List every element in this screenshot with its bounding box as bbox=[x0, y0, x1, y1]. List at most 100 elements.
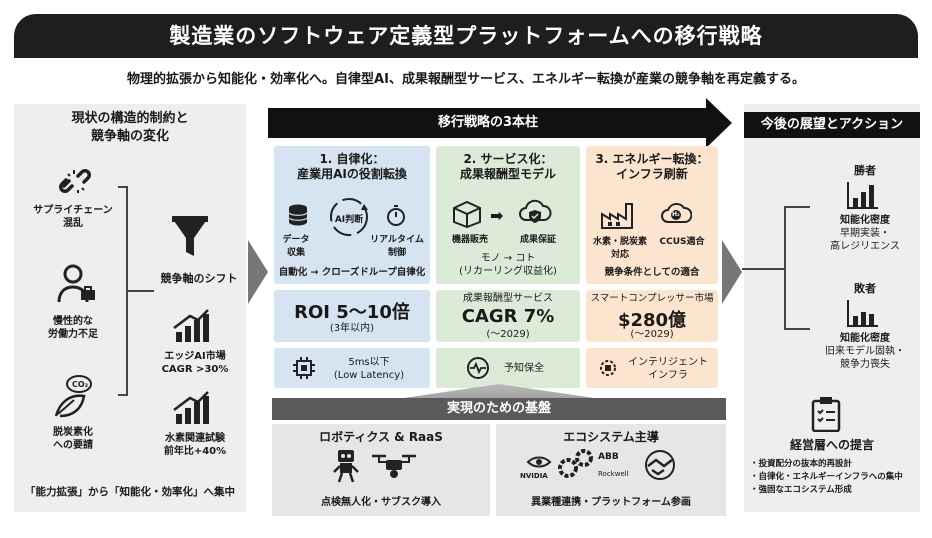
ai-judgment-label: AI判断 bbox=[334, 215, 364, 225]
outcome-guarantee-label: 成果保証 bbox=[519, 235, 556, 245]
pulse-icon bbox=[466, 356, 490, 380]
robotics-title: ロボティクス & RaaS bbox=[319, 430, 443, 444]
pillar-autonomy-title: 1. 自律化：産業用AIの役割転換 bbox=[297, 152, 407, 181]
service-cagr-card bbox=[436, 290, 580, 342]
rockwell-label: Rockwell bbox=[598, 470, 629, 478]
outlook-connector bbox=[742, 268, 784, 270]
arrow-head-icon bbox=[706, 98, 732, 148]
compressor-value: $280億 bbox=[617, 310, 687, 331]
latency-label: 5ms以下(Low Latency) bbox=[333, 357, 405, 381]
box-icon bbox=[452, 200, 482, 228]
page-subtitle: 物理的拡張から知能化・効率化へ。自律型AI、成果報酬型サービス、エネルギー転換が… bbox=[127, 72, 805, 87]
proposal-title: 経営層への提言 bbox=[789, 438, 874, 452]
service-cagr-value: CAGR 7% bbox=[461, 306, 555, 327]
gears-icon bbox=[556, 448, 596, 482]
loser-connector bbox=[784, 328, 810, 330]
pillar-service-caption: モノ → コト(リカーリング収益化) bbox=[459, 253, 557, 277]
robot-icon bbox=[330, 448, 362, 484]
ai-cycle-icon bbox=[322, 194, 376, 240]
ecosystem-box bbox=[496, 424, 726, 516]
co2-leaf-icon: CO₂ bbox=[52, 372, 98, 420]
winners-detail: 知能化密度 早期実装・ 高レジリエンス bbox=[830, 215, 900, 252]
database-icon bbox=[288, 204, 308, 226]
infra-label: インテリジェントインフラ bbox=[628, 357, 708, 381]
foundation-header: 実現のための基盤 bbox=[272, 398, 726, 420]
shield-cloud-icon bbox=[518, 198, 552, 228]
roi-sub: (3年以内) bbox=[329, 323, 375, 334]
service-cagr-sub: (〜2029) bbox=[486, 329, 530, 340]
arrow-right-icon: ➡ bbox=[490, 206, 504, 225]
ecosystem-caption: 異業種連携・プラットフォーム参画 bbox=[531, 497, 691, 508]
left-connector bbox=[128, 290, 154, 292]
pillar-energy-card bbox=[586, 146, 718, 284]
pillar-service-card bbox=[436, 146, 580, 284]
latency-card bbox=[274, 348, 430, 388]
bar-chart-up-icon bbox=[846, 180, 880, 210]
left-panel bbox=[14, 104, 246, 512]
equipment-sales-label: 機器販売 bbox=[451, 235, 488, 245]
right-panel-heading: 今後の展望とアクション bbox=[744, 112, 920, 138]
roi-value: ROI 5〜10倍 bbox=[294, 302, 410, 323]
nvidia-label: NVIDIA bbox=[520, 472, 548, 480]
h2-cloud-icon bbox=[660, 200, 692, 226]
outlook-split bbox=[784, 206, 786, 330]
pillar-autonomy-caption: 自動化 → クローズドループ自律化 bbox=[278, 267, 426, 278]
svg-text:CO₂: CO₂ bbox=[72, 380, 89, 389]
pillar-energy-title: 3. エネルギー転換：インフラ刷新 bbox=[595, 152, 709, 181]
predictive-label: 予知保全 bbox=[504, 363, 544, 374]
left-item-labor: 慢性的な労働力不足 bbox=[48, 316, 98, 340]
robotics-box bbox=[272, 424, 490, 516]
winner-connector bbox=[784, 206, 810, 208]
ecosystem-title: エコシステム主導 bbox=[563, 430, 659, 444]
service-cagr-top: 成果報酬型サービス bbox=[463, 293, 553, 304]
right-panel bbox=[744, 104, 920, 512]
left-footer: 「能力拡張」から「知能化・効率化」へ集中 bbox=[25, 486, 235, 498]
chevron-right-icon bbox=[248, 240, 268, 304]
proposal-item: ・投資配分の抜本的再設計 bbox=[750, 459, 853, 469]
losers-title: 敗者 bbox=[854, 282, 876, 295]
roi-card bbox=[274, 290, 430, 342]
chip-icon bbox=[292, 356, 316, 380]
factory-icon bbox=[600, 200, 634, 230]
growth-chart-icon bbox=[172, 390, 212, 426]
losers-detail: 知能化密度 旧来モデル固執・ 競争力喪失 bbox=[825, 333, 905, 370]
page-title: 製造業のソフトウェア定義型プラットフォームへの移行戦略 bbox=[14, 14, 918, 58]
stat-hydrogen: 水素関連試験前年比+40% bbox=[163, 433, 227, 457]
bar-chart-low-icon bbox=[846, 298, 880, 328]
pillar-energy-caption: 競争条件としての適合 bbox=[604, 267, 700, 278]
left-item-decarbonization: 脱炭素化への要請 bbox=[53, 427, 93, 451]
abb-label: ABB bbox=[598, 452, 619, 462]
stopwatch-icon bbox=[386, 204, 406, 226]
proposal-item: ・強固なエコシステム形成 bbox=[750, 485, 852, 495]
compressor-top: スマートコンプレッサー市場 bbox=[590, 293, 714, 304]
drone-icon bbox=[370, 452, 418, 480]
left-panel-heading: 現状の構造的制約と 競争軸の変化 bbox=[71, 111, 189, 144]
realtime-control-label: リアルタイム制御 bbox=[370, 235, 424, 258]
broken-chain-icon bbox=[58, 164, 92, 198]
nvidia-logo-icon bbox=[526, 454, 552, 470]
left-bracket bbox=[118, 186, 128, 396]
proposal-list: ・投資配分の抜本的再設計 ・自律化・エネルギーインフラへの集中 ・強固なエコシス… bbox=[750, 458, 920, 497]
h2-label: H₂ bbox=[672, 211, 680, 218]
left-item-supply-chain: サプライチェーン混乱 bbox=[33, 205, 113, 229]
proposal-item: ・自律化・エネルギーインフラへの集中 bbox=[750, 472, 903, 482]
predictive-card bbox=[436, 348, 580, 388]
chevron-right-icon bbox=[722, 240, 742, 304]
pillars-header: 移行戦略の3本柱 bbox=[268, 108, 708, 138]
compressor-sub: (〜2029) bbox=[630, 329, 674, 340]
shift-label: 競争軸のシフト bbox=[160, 272, 238, 285]
funnel-icon bbox=[170, 214, 210, 260]
worker-icon bbox=[55, 262, 97, 304]
handshake-icon bbox=[640, 450, 680, 480]
pillar-service-title: 2. サービス化：成果報酬型モデル bbox=[459, 152, 556, 181]
compressor-card bbox=[586, 290, 718, 342]
growth-chart-icon bbox=[172, 308, 212, 344]
clipboard-checklist-icon bbox=[810, 396, 842, 432]
robotics-caption: 点検無人化・サブスク導入 bbox=[321, 497, 441, 508]
ccus-label: CCUS適合 bbox=[659, 237, 705, 247]
hydrogen-label: 水素・脱炭素対応 bbox=[592, 237, 647, 260]
winners-title: 勝者 bbox=[854, 164, 876, 177]
gear-chip-icon bbox=[596, 356, 620, 380]
data-collect-label: データ収集 bbox=[282, 235, 310, 258]
